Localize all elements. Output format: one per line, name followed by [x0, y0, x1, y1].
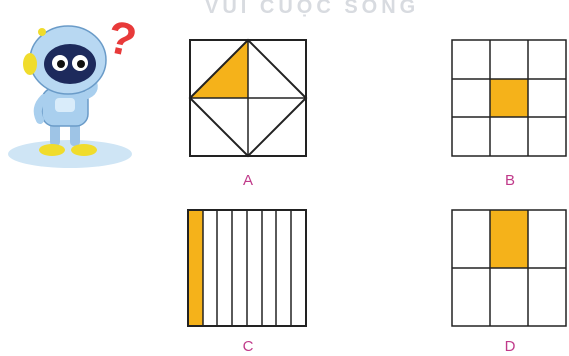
- figure-c-label: C: [228, 338, 268, 355]
- figure-d: [452, 210, 568, 328]
- figure-c: [188, 210, 308, 328]
- figure-a-label: A: [228, 172, 268, 189]
- figure-d-label: D: [490, 338, 530, 355]
- question-mark: ?: [103, 10, 141, 67]
- figure-b: [452, 40, 568, 158]
- watermark-text: VUI CUỘC SỐNG: [205, 0, 465, 22]
- figure-a: [190, 40, 308, 158]
- figure-b-label: B: [490, 172, 530, 189]
- robot-thinking-icon: ?: [0, 8, 150, 173]
